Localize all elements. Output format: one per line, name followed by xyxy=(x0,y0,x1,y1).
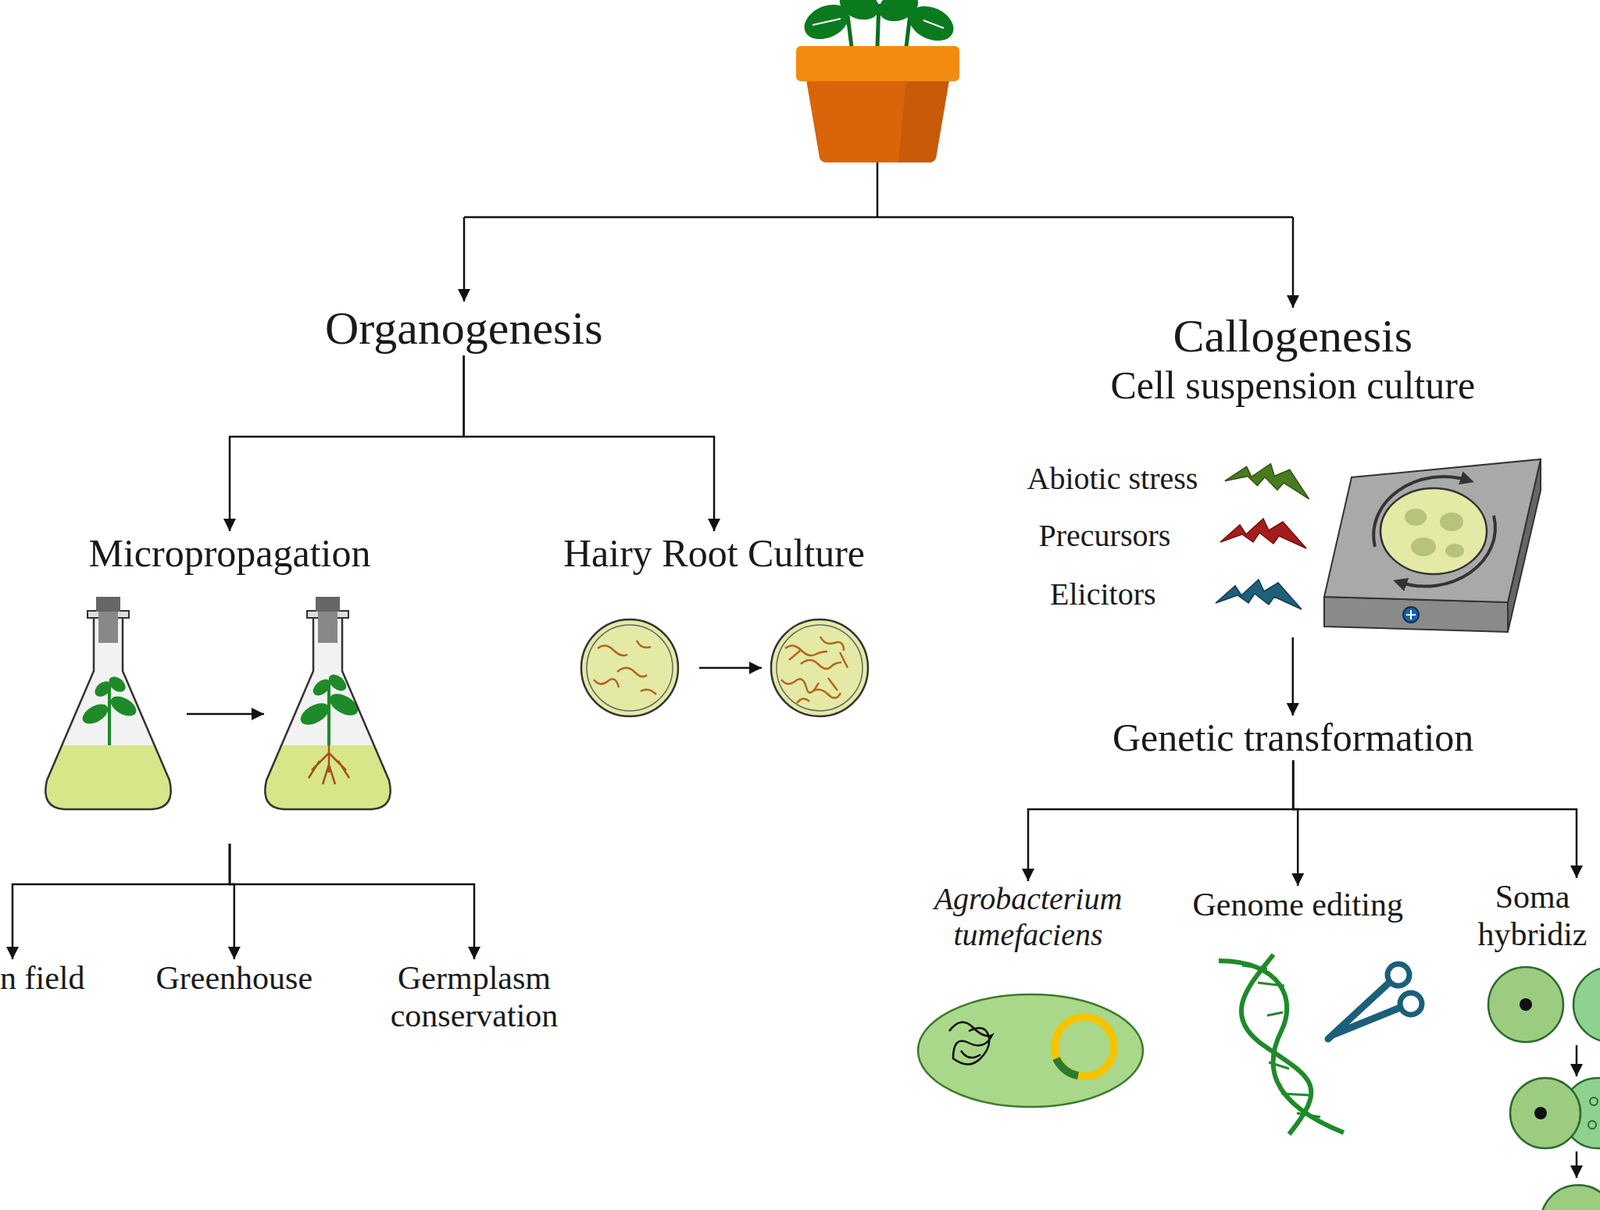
root-branch-lines xyxy=(464,162,1293,308)
node-heading: Agrobacterium tumefaciens xyxy=(910,881,1146,954)
node-title: Organogenesis xyxy=(325,301,604,356)
dna-helix xyxy=(1218,954,1344,1135)
node-title: Genetic transformation xyxy=(1112,715,1474,761)
node-heading: Soma hybridiz xyxy=(1464,878,1600,954)
culture-flask xyxy=(264,596,390,810)
node-title: Micropropagation xyxy=(89,531,372,577)
stimulus-bolt xyxy=(1224,457,1314,500)
stimulus-bolt xyxy=(1215,579,1302,610)
node-heading: Germplasm conservation xyxy=(364,959,584,1036)
node-heading: Organogenesis xyxy=(325,301,604,356)
node-subtitle: Cell suspension culture xyxy=(1110,363,1476,409)
process-arrow xyxy=(186,713,265,716)
stimulus-bolt xyxy=(1220,518,1307,549)
stimulus-label: Elicitors xyxy=(1050,576,1157,613)
node-title: Greenhouse xyxy=(156,959,314,997)
node-heading: Greenhouse xyxy=(156,959,314,997)
connector-arrow xyxy=(1028,760,1293,883)
node-title: n field xyxy=(0,959,85,997)
node-title: Agrobacterium tumefaciens xyxy=(910,881,1146,954)
protoplast-cells xyxy=(1488,967,1600,1210)
node-heading: Hairy Root Culture xyxy=(563,531,865,577)
connector-arrow xyxy=(464,355,715,532)
scissors-symbol xyxy=(1328,964,1422,1040)
node-heading: Genome editing xyxy=(1192,885,1404,924)
orbital-shaker xyxy=(1324,459,1541,633)
stimulus-label: Abiotic stress xyxy=(1027,460,1199,497)
petri-dish xyxy=(581,619,679,717)
connector-arrow xyxy=(12,843,230,960)
connector-arrow xyxy=(1292,637,1295,716)
node-heading: Genetic transformation xyxy=(1112,715,1474,761)
node-title: Callogenesis xyxy=(1110,309,1476,364)
node-title: Germplasm conservation xyxy=(364,959,584,1036)
node-title: Hairy Root Culture xyxy=(563,531,865,577)
culture-flask xyxy=(45,596,171,810)
petri-dish xyxy=(771,619,868,717)
potted-plant xyxy=(796,0,960,163)
connector-arrow xyxy=(229,355,465,532)
node-title: Genome editing xyxy=(1192,885,1404,924)
connector-arrow xyxy=(1292,760,1577,879)
node-heading: Micropropagation xyxy=(89,531,372,844)
bacterium-cell xyxy=(917,994,1143,1108)
node-title: Soma hybridiz xyxy=(1464,878,1600,954)
connector-arrow xyxy=(229,843,475,960)
node-heading: n field xyxy=(0,959,85,997)
stimulus-label: Precursors xyxy=(1039,517,1172,554)
process-arrow xyxy=(699,667,762,670)
